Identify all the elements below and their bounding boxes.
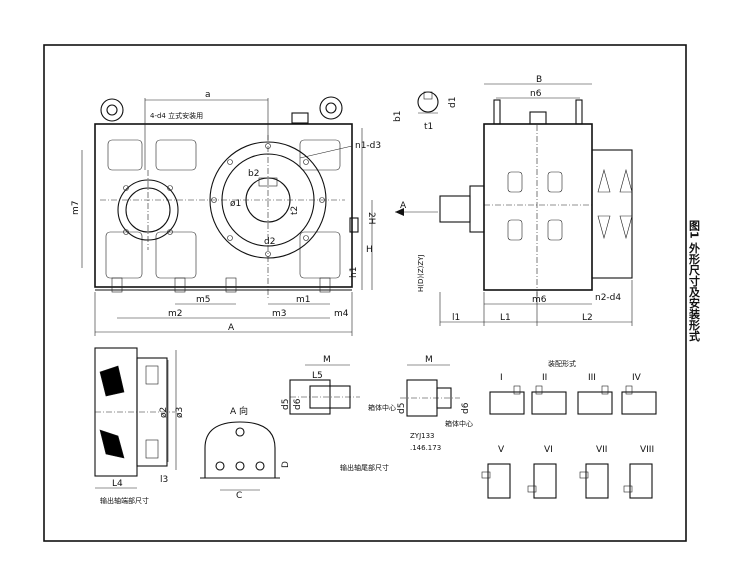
side-view: b1 d1 t1 B n6 A H(D)(Z)ZYJ m6	[393, 75, 633, 326]
dim-L1: L1	[500, 313, 511, 323]
dim-m4: m4	[334, 309, 349, 319]
dim-B: B	[536, 75, 542, 85]
mounting-label-7: VII	[596, 445, 607, 455]
motor-body	[591, 149, 633, 279]
mounting-form-2	[531, 391, 567, 415]
dim-D: D	[281, 461, 291, 468]
box-center-1: 箱体中心	[368, 403, 396, 412]
figure-caption: 图1 外形尺寸及安装形式	[688, 220, 702, 342]
mounting-form-4	[621, 391, 657, 415]
dim-m7: m7	[71, 201, 81, 216]
base-view-title: A 向	[230, 405, 248, 417]
front-view: a 4-d4 立式安装用 n1-d3 b2 ø1 t2 d2 m7 2H H h…	[71, 90, 381, 336]
lifting-eye-left	[100, 98, 124, 122]
dim-m6: m6	[532, 295, 547, 305]
shaft-section-view: ø2 ø3 L4 l3 输出轴端部尺寸	[94, 347, 185, 505]
dim-l3: l3	[160, 475, 168, 485]
vent-plug	[291, 112, 309, 124]
dim-m3: m3	[272, 309, 287, 319]
mounting-form-1	[489, 391, 525, 415]
dim-d5-2: d5	[397, 403, 407, 414]
dim-C: C	[236, 491, 242, 501]
dim-d6-2: d6	[461, 402, 471, 414]
dim-shaft-d2: ø2	[159, 407, 169, 418]
mounting-title: 装配形式	[548, 359, 576, 368]
hole-note: 4-d4 立式安装用	[150, 111, 203, 120]
input-shaft-view-2: M d5 d6 箱体中心 ZYJ133 .146.173	[397, 355, 473, 452]
mounting-label-4: IV	[632, 373, 642, 383]
model-label: H(D)(Z)ZYJ	[417, 254, 425, 292]
dim-a: a	[205, 90, 211, 100]
lifting-eye-right	[319, 96, 343, 120]
shaft-keyway-detail	[417, 91, 439, 113]
dim-2h: 2H	[366, 212, 376, 225]
dim-side-d1: d1	[448, 97, 458, 108]
dim-L5: L5	[312, 371, 323, 381]
note-2: .146.173	[410, 444, 441, 452]
dim-h1: h1	[349, 267, 359, 278]
dim-m5: m5	[196, 295, 211, 305]
gearbox-housing	[94, 123, 353, 288]
dim-m1: m1	[296, 295, 311, 305]
mounting-label-5: V	[498, 445, 505, 455]
dim-d2: d2	[264, 237, 275, 247]
dim-M-2: M	[425, 355, 433, 365]
side-output-shaft	[439, 195, 471, 223]
side-housing	[483, 123, 593, 291]
dim-d5: d5	[281, 399, 291, 410]
dim-L4: L4	[112, 479, 123, 489]
dim-A: A	[228, 323, 235, 333]
dim-l1: l1	[452, 313, 460, 323]
dim-d1: ø1	[230, 199, 241, 209]
input-shaft-view: M L5 d5 d6 箱体中心 输出轴尾部尺寸	[281, 355, 396, 472]
shaft-view-title: 输出轴端部尺寸	[100, 496, 149, 505]
input-view-title: 输出轴尾部尺寸	[340, 463, 389, 472]
mounting-form-8	[629, 463, 653, 499]
dim-b1: b1	[393, 111, 403, 122]
mounting-form-3	[577, 391, 613, 415]
dim-n2-d4: n2-d4	[595, 293, 621, 303]
dim-L2: L2	[582, 313, 593, 323]
mounting-label-1: I	[500, 373, 503, 383]
mounting-label-2: II	[542, 373, 547, 383]
dim-m2: m2	[168, 309, 183, 319]
mounting-form-7	[585, 463, 609, 499]
dim-t1: t1	[424, 122, 433, 132]
mounting-form-6	[533, 463, 557, 499]
box-center-2: 箱体中心	[445, 419, 473, 428]
mounting-label-8: VIII	[640, 445, 654, 455]
drawing-border	[43, 44, 687, 542]
dim-h: H	[366, 245, 373, 255]
dim-n1-d3: n1-d3	[355, 141, 381, 151]
mounting-form-5	[487, 463, 511, 499]
note-1: ZYJ133	[410, 432, 435, 440]
dim-shaft-d3: ø3	[175, 407, 185, 418]
mounting-label-3: III	[588, 373, 596, 383]
dim-d6: d6	[293, 398, 303, 410]
dim-M: M	[323, 355, 331, 365]
arrow-A-label: A	[400, 201, 407, 211]
dim-t2: t2	[290, 206, 300, 215]
dim-b2: b2	[248, 169, 259, 179]
mounting-label-6: VI	[544, 445, 553, 455]
dim-n6: n6	[530, 89, 542, 99]
base-view: A 向 C D	[200, 405, 291, 501]
